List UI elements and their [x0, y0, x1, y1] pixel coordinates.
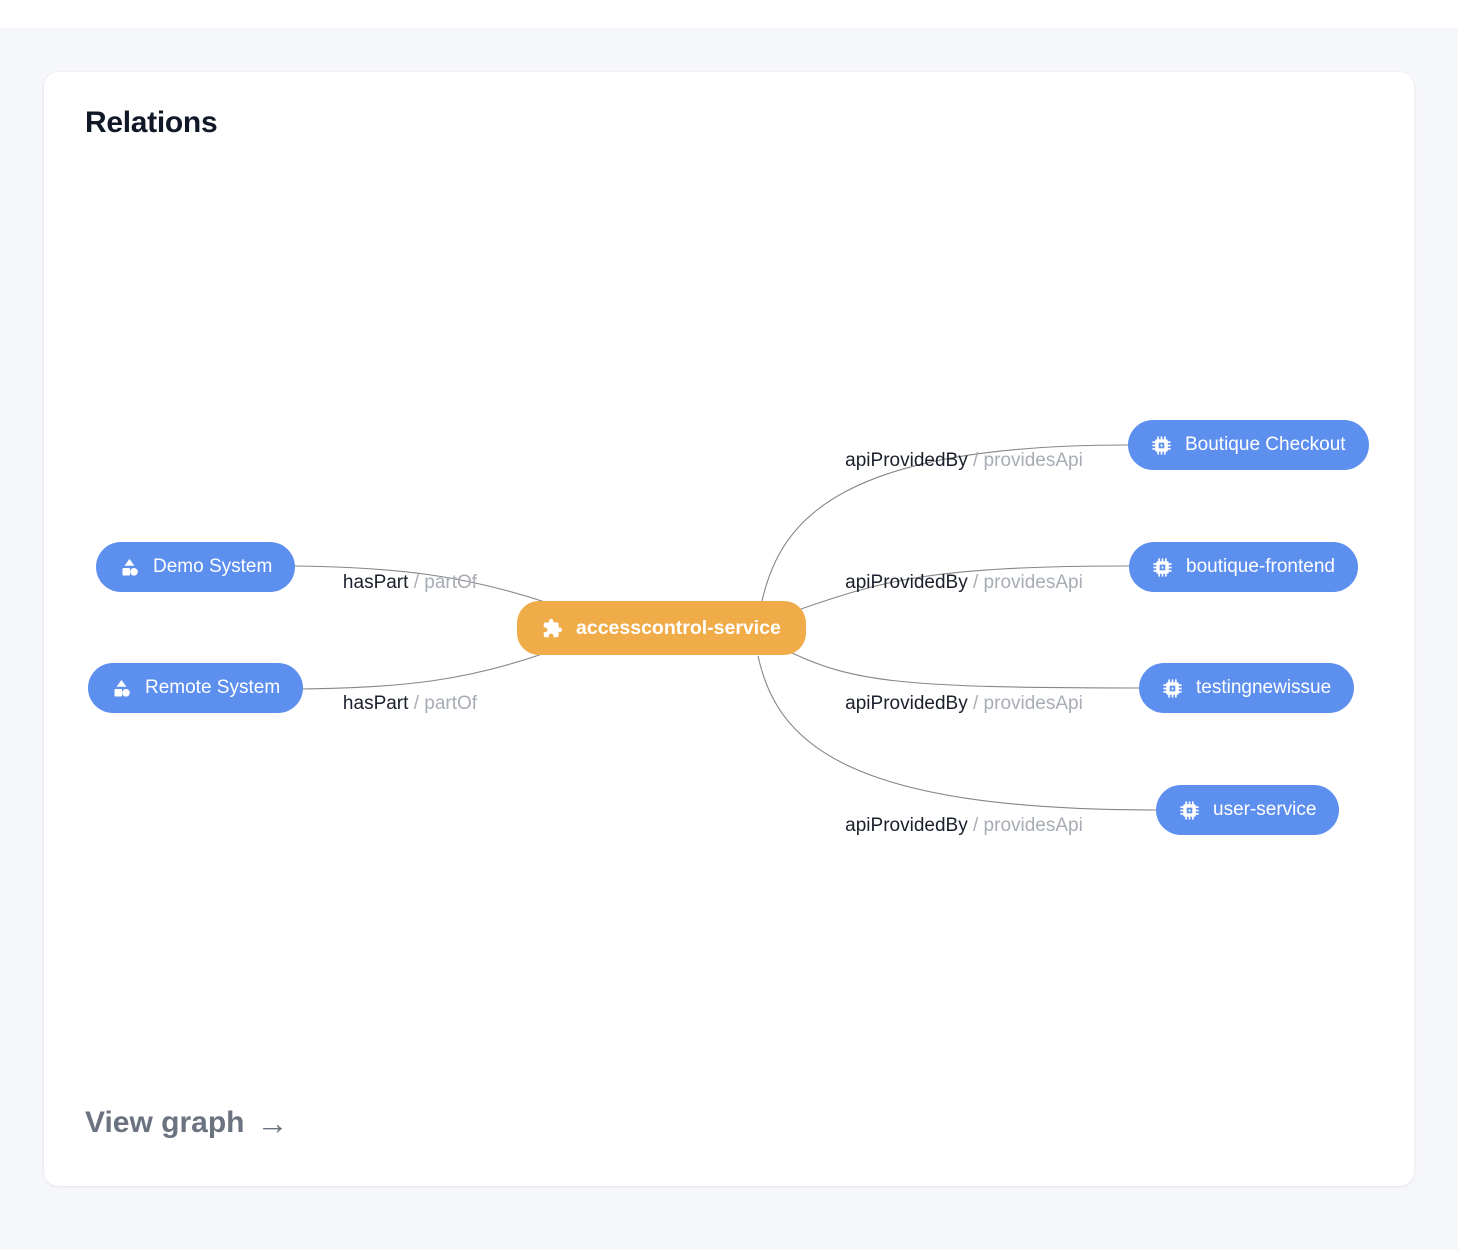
- relations-card: Relations hasPart / partOf hasPart / par…: [44, 72, 1414, 1186]
- node-remote-system[interactable]: Remote System: [88, 663, 304, 713]
- node-user-service[interactable]: user-service: [1156, 785, 1340, 835]
- edge-boutique-checkout: [761, 444, 1129, 602]
- view-graph-label: View graph: [85, 1106, 245, 1139]
- system-icon: [114, 679, 130, 697]
- edge-label-haspart-remote: hasPart / partOf: [342, 693, 478, 714]
- edge-remote-system: [300, 651, 549, 690]
- view-graph-link[interactable]: View graph →: [85, 1106, 289, 1140]
- node-demo-system[interactable]: Demo System: [96, 542, 296, 592]
- chip-icon: [1152, 435, 1171, 455]
- system-icon: [122, 558, 138, 576]
- node-label: Boutique Checkout: [1185, 434, 1346, 455]
- node-label: Remote System: [145, 677, 281, 698]
- node-label: accesscontrol-service: [576, 616, 781, 639]
- node-boutique-frontend[interactable]: boutique-frontend: [1129, 542, 1358, 592]
- chip-icon: [1180, 800, 1199, 820]
- node-testingnewissue[interactable]: testingnewissue: [1139, 663, 1355, 713]
- edge-label-haspart-demo: hasPart / partOf: [342, 572, 478, 593]
- relations-graph: hasPart / partOf hasPart / partOf apiPro…: [44, 72, 1414, 1186]
- node-accesscontrol-service[interactable]: accesscontrol-service: [517, 601, 806, 655]
- edge-testingnewissue: [791, 652, 1140, 689]
- node-label: boutique-frontend: [1186, 556, 1335, 577]
- edge-label-api-testingnewissue: apiProvidedBy / providesApi: [845, 693, 1083, 714]
- node-boutique-checkout[interactable]: Boutique Checkout: [1128, 420, 1369, 470]
- edge-label-api-boutique-frontend: apiProvidedBy / providesApi: [845, 572, 1083, 593]
- arrow-right-icon: →: [256, 1105, 289, 1141]
- chip-icon: [1163, 678, 1182, 698]
- chip-icon: [1153, 557, 1172, 577]
- puzzle-icon: [543, 618, 563, 637]
- edge-label-api-boutique-checkout: apiProvidedBy / providesApi: [845, 450, 1083, 471]
- node-label: testingnewissue: [1196, 677, 1332, 698]
- node-label: Demo System: [153, 556, 273, 577]
- edge-user-service: [757, 655, 1157, 811]
- card-title: Relations: [85, 106, 218, 139]
- edge-demo-system: [291, 565, 549, 604]
- node-label: user-service: [1213, 799, 1317, 820]
- edge-boutique-frontend: [797, 565, 1130, 611]
- edge-label-api-user-service: apiProvidedBy / providesApi: [845, 815, 1083, 836]
